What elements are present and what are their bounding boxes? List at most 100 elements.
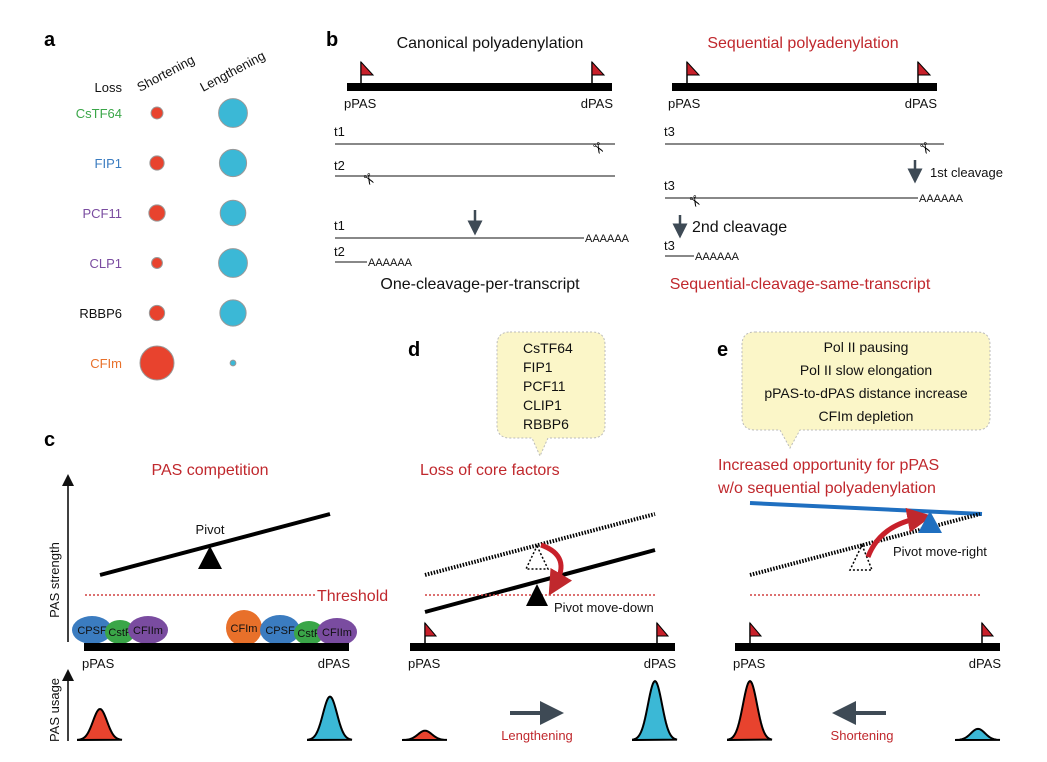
bubble-line: Pol II pausing [824, 339, 909, 355]
bubble-line: Pol II slow elongation [800, 362, 932, 378]
dpas-label: dPAS [581, 96, 614, 111]
bubble-line: FIP1 [523, 359, 553, 375]
panel-label-d: d [408, 339, 420, 361]
panel-c: c PAS competition PAS strength Pivot Thr… [44, 429, 388, 742]
factor-cfiim [317, 618, 357, 646]
flag-icon [981, 621, 995, 644]
factor-name: CFIm [231, 623, 258, 635]
ppas-usage-peak [77, 707, 123, 742]
dpas-label: dPAS [318, 656, 351, 671]
factor-label: PCF11 [83, 206, 123, 221]
transcript-label: t3 [664, 124, 675, 139]
factor-cfiim [128, 616, 168, 644]
bubble-line: CFIm depletion [819, 408, 914, 424]
gene-bar [410, 643, 675, 651]
shortening-bubble [149, 155, 165, 171]
gene-bar [735, 643, 1000, 651]
factor-label: RBBP6 [79, 306, 122, 321]
flag-icon [917, 60, 932, 84]
pas-usage-label: PAS usage [47, 678, 62, 742]
flag-icon [360, 60, 375, 84]
sequential-caption: Sequential-cleavage-same-transcript [670, 276, 931, 293]
shortening-bubble [148, 304, 166, 322]
flag-icon [591, 60, 606, 84]
lengthening-bubble [218, 248, 248, 278]
transcript-label: t1 [334, 218, 345, 233]
transcript-label: t2 [334, 158, 345, 173]
ppas-label: pPAS [408, 656, 441, 671]
bubble-line: PCF11 [523, 378, 566, 394]
pivot-move-right-label: Pivot move-right [893, 544, 987, 559]
factor-label: FIP1 [95, 156, 122, 171]
new-seesaw [424, 548, 656, 614]
original-pivot [848, 543, 874, 571]
factor-name: CstF [108, 627, 132, 639]
canonical-caption: One-cleavage-per-transcript [380, 276, 580, 293]
bubble-line: CsTF64 [523, 340, 573, 356]
opportunity-title-line2: w/o sequential polyadenylation [717, 480, 936, 497]
gene-bar [84, 643, 349, 651]
factor-name: CPSF [265, 625, 295, 637]
panel-label-e: e [717, 339, 728, 361]
lengthening-bubble [218, 148, 248, 178]
factor-bubble [496, 331, 606, 458]
pas-strength-label: PAS strength [47, 542, 62, 618]
scissors-icon: ✂ [684, 192, 705, 211]
panel-label-c: c [44, 429, 55, 451]
original-seesaw [424, 512, 656, 577]
opportunity-title-line1: Increased opportunity for pPAS [718, 457, 939, 474]
flag-icon [749, 621, 763, 644]
transcript-label: t3 [664, 238, 675, 253]
shortening-bubble [148, 204, 166, 222]
polya-tail: AAAAAA [695, 251, 740, 263]
move-right-arrow-icon [865, 507, 933, 558]
polya-tail: AAAAAA [585, 233, 630, 245]
polya-tail: AAAAAA [919, 193, 964, 205]
factor-name: CPSF [77, 625, 107, 637]
pivot-label: Pivot [196, 522, 225, 537]
ppas-label: pPAS [82, 656, 115, 671]
pivot-move-down-label: Pivot move-down [554, 600, 654, 615]
panel-label-b: b [326, 29, 338, 51]
scissors-icon: ✂ [587, 139, 608, 158]
move-down-arrow-icon [540, 542, 573, 596]
dpas-label: dPAS [969, 656, 1002, 671]
canonical-title: Canonical polyadenylation [397, 35, 584, 52]
transcript-label: t3 [664, 178, 675, 193]
ppas-usage-peak [727, 679, 773, 742]
header-shortening: Shortening [134, 52, 197, 95]
scissors-icon: ✂ [358, 170, 379, 189]
pivot-triangle [526, 584, 548, 606]
factor-label: CsTF64 [76, 106, 122, 121]
factor-name: CFIIm [322, 627, 352, 639]
dpas-usage-peak [955, 727, 1001, 742]
shortening-label: Shortening [831, 728, 894, 743]
lengthening-bubble [218, 98, 248, 128]
second-cleavage-label: 2nd cleavage [692, 219, 787, 236]
factor-cpsf [260, 615, 300, 645]
lengthening-label: Lengthening [501, 728, 573, 743]
bubble-line: pPAS-to-dPAS distance increase [764, 385, 968, 401]
dpas-usage-peak [632, 679, 678, 742]
sequential-title: Sequential polyadenylation [707, 35, 898, 52]
seesaw [99, 512, 331, 577]
header-lengthening: Lengthening [197, 48, 267, 95]
gene-bar [672, 83, 937, 91]
shortening-bubble [150, 106, 164, 120]
factor-cstf [294, 621, 324, 645]
factor-label: CFIm [90, 356, 122, 371]
lengthening-bubble [219, 299, 247, 327]
transcript-label: t2 [334, 244, 345, 259]
factor-label: CLP1 [89, 256, 122, 271]
panel-label-a: a [44, 29, 56, 51]
original-pivot [524, 544, 550, 570]
polya-tail: AAAAAA [368, 257, 413, 269]
loss-title: Loss of core factors [420, 462, 560, 479]
ppas-label: pPAS [344, 96, 377, 111]
factor-cpsf [72, 616, 112, 644]
